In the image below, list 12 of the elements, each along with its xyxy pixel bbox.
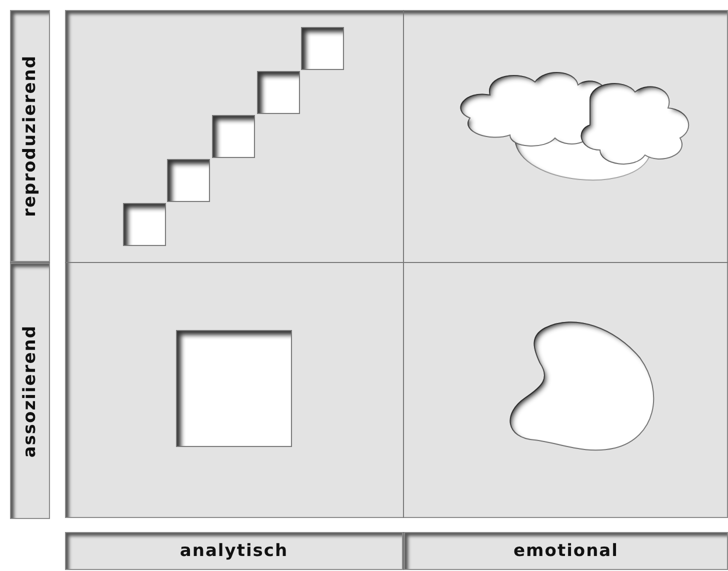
bean-cutout xyxy=(510,322,654,451)
row-header: reproduzierend xyxy=(10,10,50,262)
square-cutout xyxy=(301,27,344,70)
cloud-cutout xyxy=(460,72,690,181)
square-cutout xyxy=(212,115,255,158)
square-cutout xyxy=(176,330,292,447)
column-header: emotional xyxy=(404,532,728,570)
square-cutout xyxy=(167,159,210,202)
square-cutout xyxy=(257,71,300,114)
row-header: assoziierend xyxy=(10,263,50,519)
column-header: analytisch xyxy=(65,532,403,570)
square-cutout xyxy=(123,203,166,246)
